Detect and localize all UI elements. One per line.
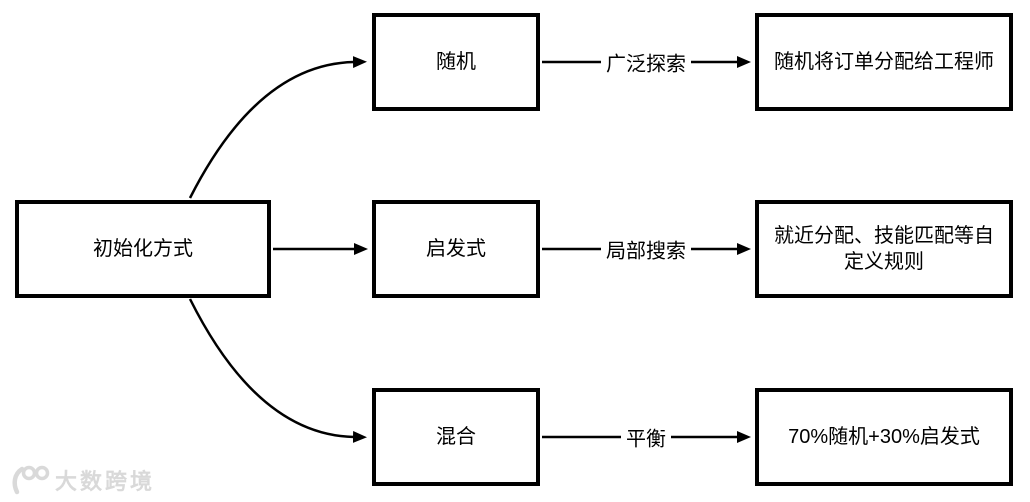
edge-label-broad-exploration: 广泛探索 <box>601 47 691 77</box>
node-initialization-method: 初始化方式 <box>15 200 271 298</box>
node-label: 随机将订单分配给工程师 <box>774 51 994 73</box>
node-heuristic-description: 就近分配、技能匹配等自定义规则 <box>755 200 1013 298</box>
node-label: 随机 <box>436 51 476 73</box>
node-hybrid-description: 70%随机+30%启发式 <box>755 388 1013 486</box>
brand-100-logo-icon <box>12 465 50 495</box>
node-label: 就近分配、技能匹配等自定义规则 <box>774 225 994 273</box>
edge-label-balance: 平衡 <box>621 422 671 452</box>
watermark-brand-text: 大数跨境 <box>55 469 156 494</box>
watermark: 大数跨境 <box>6 464 155 496</box>
node-hybrid: 混合 <box>372 388 540 486</box>
node-label: 混合 <box>436 426 476 448</box>
node-heuristic: 启发式 <box>372 200 540 298</box>
edge-root-to-random <box>188 56 367 199</box>
edge-root-to-hybrid <box>188 298 367 443</box>
node-label: 初始化方式 <box>93 238 193 260</box>
node-label: 启发式 <box>426 238 486 260</box>
node-random-description: 随机将订单分配给工程师 <box>755 13 1013 111</box>
node-random: 随机 <box>372 13 540 111</box>
node-label: 70%随机+30%启发式 <box>788 426 980 448</box>
edge-label-local-search: 局部搜索 <box>601 234 691 264</box>
